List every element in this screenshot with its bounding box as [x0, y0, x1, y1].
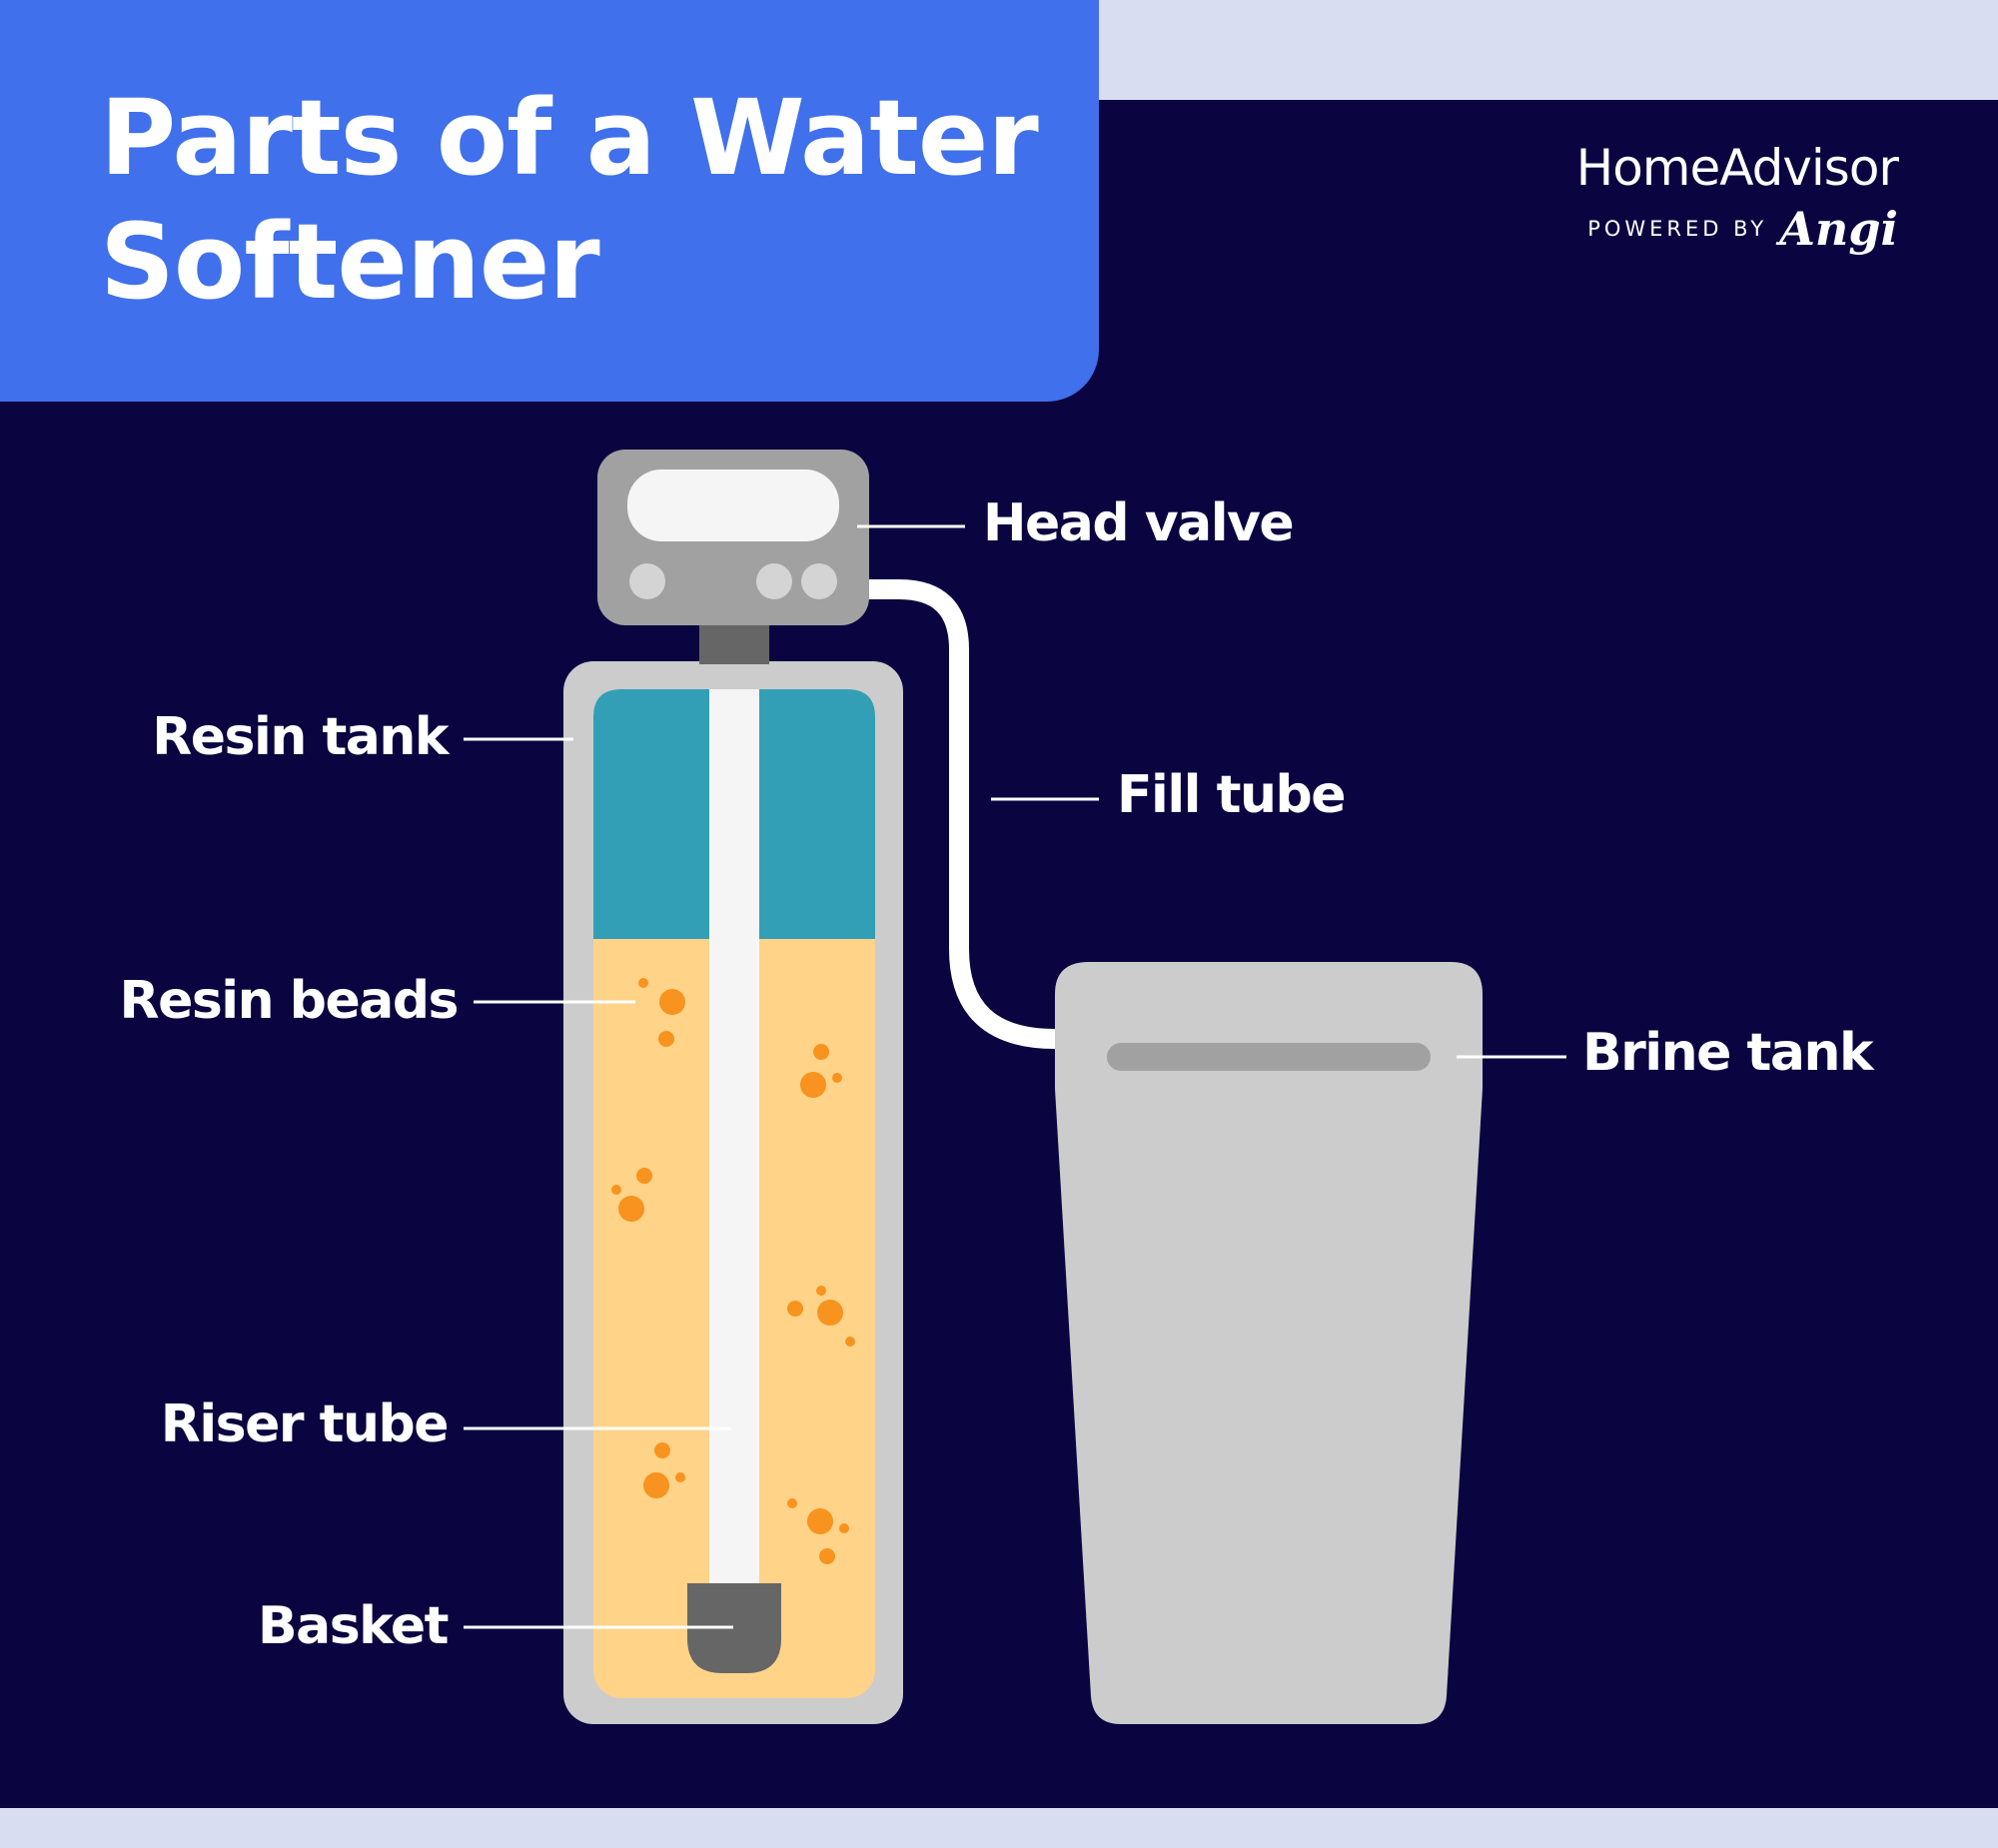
brine-tank	[1055, 962, 1483, 1724]
resin-bead	[675, 1472, 685, 1482]
page-title: Parts of a Water Softener	[100, 76, 1099, 324]
homeadvisor-logo: HomeAdvisor	[1575, 139, 1899, 197]
label-resin-tank: Resin tank	[152, 707, 449, 767]
resin-bead-particles	[611, 978, 855, 1564]
head-valve-knob	[756, 563, 792, 599]
resin-bead	[845, 1337, 855, 1347]
angi-logo: Angi	[1779, 202, 1898, 256]
label-basket: Basket	[258, 1596, 450, 1656]
head-valve-knob	[801, 563, 837, 599]
resin-bead	[636, 1168, 652, 1184]
resin-bead	[839, 1523, 849, 1533]
label-riser-tube: Riser tube	[160, 1394, 450, 1454]
brand-logo: HomeAdvisor POWERED BY Angi	[1575, 138, 1899, 254]
resin-bead	[643, 1472, 669, 1498]
basket	[687, 1583, 781, 1673]
powered-by-text: POWERED BY	[1587, 217, 1768, 241]
resin-bead	[654, 1442, 670, 1458]
label-fill-tube: Fill tube	[1117, 765, 1346, 825]
resin-bead	[611, 1185, 621, 1195]
resin-bead	[787, 1301, 803, 1317]
riser-tube	[709, 689, 759, 1588]
resin-bead	[813, 1044, 829, 1060]
fill-tube	[867, 579, 1056, 1049]
label-resin-beads: Resin beads	[119, 971, 460, 1031]
resin-bead	[816, 1286, 826, 1296]
title-line-2: Softener	[100, 201, 600, 323]
resin-bead	[659, 989, 685, 1015]
leader-lines	[464, 524, 1566, 1629]
label-head-valve: Head valve	[983, 493, 1295, 553]
resin-bead	[819, 1548, 835, 1564]
head-valve-knob	[629, 563, 665, 599]
head-valve-display	[627, 469, 839, 541]
brine-tank-lid-handle	[1107, 1043, 1431, 1071]
title-line-1: Parts of a Water	[100, 77, 1039, 199]
label-brine-tank: Brine tank	[1582, 1023, 1874, 1083]
resin-bead	[618, 1196, 644, 1222]
resin-bead	[658, 1031, 674, 1047]
resin-bead	[638, 978, 648, 988]
resin-bead	[787, 1498, 797, 1508]
resin-bead	[807, 1508, 833, 1534]
resin-bead	[800, 1072, 826, 1098]
resin-bead	[817, 1300, 843, 1326]
resin-bead	[832, 1073, 842, 1083]
valve-connector	[699, 624, 769, 664]
title-banner: Parts of a Water Softener	[0, 0, 1099, 402]
powered-by-line: POWERED BY Angi	[1576, 204, 1898, 254]
